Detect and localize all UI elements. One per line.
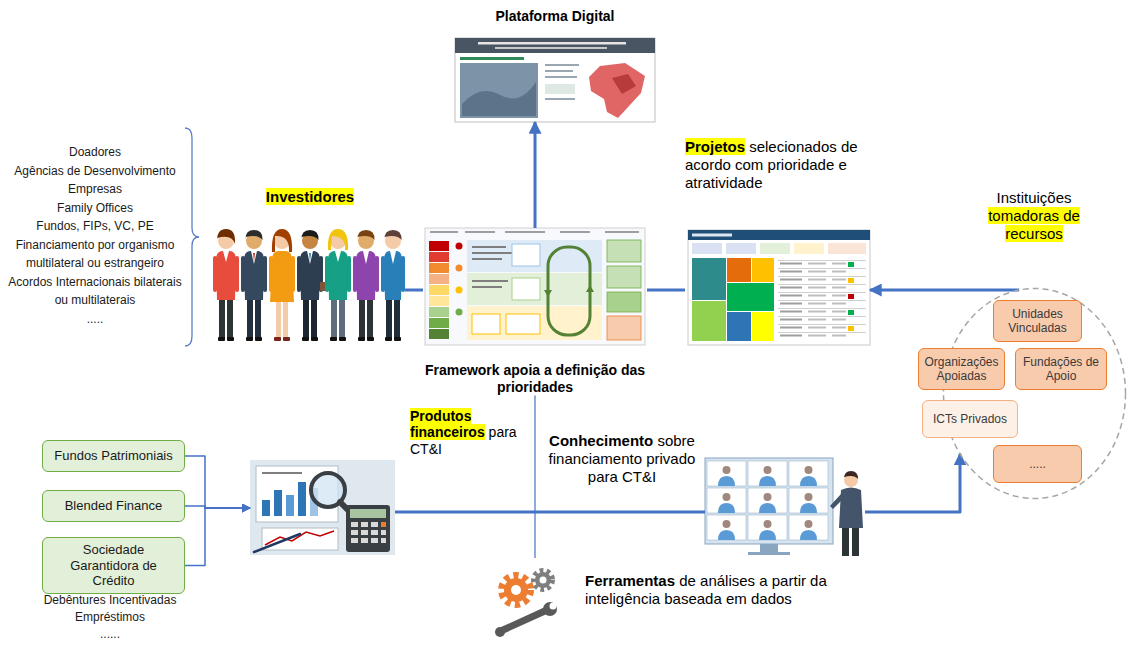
node-text: Ferramentas <box>585 572 675 589</box>
connector-arrow <box>870 289 1019 292</box>
node-text: Blended Finance <box>65 498 163 513</box>
investor-type: Empresas <box>6 180 184 199</box>
text-holder: Investidores <box>215 188 405 206</box>
curly-bracket <box>185 128 199 346</box>
platform-panel: Plataforma Digital <box>455 8 655 122</box>
text-holder: Framework apoia a definição das priorida… <box>423 362 647 396</box>
project-dashboard: Projetos selecionados de acordo com prio… <box>685 138 870 345</box>
institution-box: Fundações de Apoio <box>1015 348 1107 390</box>
text-holder: Sociedade Garantidora de Crédito <box>48 542 179 589</box>
institution-box: ..... <box>993 445 1082 483</box>
other-instrument: ...... <box>30 626 190 643</box>
investor-type: Acordos Internacionais bilaterais ou mul… <box>6 273 184 310</box>
text-line: Plataforma Digital <box>455 8 655 25</box>
framework-panel: Framework apoia a definição das priorida… <box>423 228 647 396</box>
investor-type-list: DoadoresAgências de DesenvolvimentoEmpre… <box>6 143 184 328</box>
connector-arrow <box>534 122 537 228</box>
platform-screenshot <box>455 38 655 122</box>
node-text: Sociedade Garantidora de Crédito <box>70 542 157 588</box>
node-text: Conhecimento <box>549 432 653 449</box>
knowledge-panel: Conhecimento sobre financiamento privado… <box>705 455 865 560</box>
gears-tool-icon <box>495 571 557 637</box>
text-holder: Plataforma Digital <box>455 8 655 25</box>
text-holder: Fundações de Apoio <box>1021 355 1101 384</box>
text-holder: Fundos Patrimoniais <box>48 448 179 464</box>
node-text: ICTs Privados <box>933 412 1007 426</box>
institution-box: ICTs Privados <box>922 400 1018 438</box>
node-text: Plataforma Digital <box>495 8 614 24</box>
framework-chart <box>425 228 645 345</box>
text-holder: Instituiçõestomadoras de recursos <box>964 189 1104 243</box>
financial-products-panel: Produtos financeiros para CT&I <box>250 460 395 555</box>
node-text: ..... <box>1029 457 1046 471</box>
text-holder: Organizações Apoiadas <box>924 355 999 384</box>
connector-arrow <box>395 511 705 514</box>
node-text: Projetos <box>685 138 745 155</box>
instrument-box: Fundos Patrimoniais <box>42 440 185 472</box>
connector-arrow <box>185 508 250 565</box>
text-holder: Produtos financeiros para CT&I <box>410 408 528 458</box>
text-line: Framework apoia a definição das priorida… <box>423 362 647 396</box>
investor-type: Fundos, FIPs, VC, PE <box>6 217 184 236</box>
node-text: Unidades Vinculadas <box>1008 307 1067 335</box>
project-dashboard-image <box>688 230 870 345</box>
node-text: Fundações de Apoio <box>1023 355 1099 383</box>
other-instrument-list: Debêntures IncentivadasEmpréstimos...... <box>30 592 190 643</box>
investor-group: Investidores <box>215 188 405 345</box>
instrument-box: Blended Finance <box>42 490 185 522</box>
financial-desk-image <box>250 460 395 555</box>
investor-type: Doadores <box>6 143 184 162</box>
connector-arrow <box>865 454 960 512</box>
connector-arrow <box>405 289 423 292</box>
other-instrument: Empréstimos <box>30 609 190 626</box>
text-holder: ..... <box>999 457 1076 471</box>
tools-panel: Ferramentas de análises a partir da inte… <box>492 558 832 642</box>
text-holder: Projetos selecionados de acordo com prio… <box>685 138 870 192</box>
node-text: tomadoras de recursos <box>988 207 1080 242</box>
node-text: Framework apoia a definição das priorida… <box>425 362 645 395</box>
connector-arrow <box>647 289 685 292</box>
node-text: Produtos financeiros <box>410 408 485 441</box>
video-call-image <box>705 458 863 556</box>
borrower-circle: Instituiçõestomadoras de recursosUnidade… <box>942 287 1127 500</box>
other-instrument: Debêntures Incentivadas <box>30 592 190 609</box>
investor-type: Financiamento por organismo multilateral… <box>6 236 184 273</box>
investor-type: Agências de Desenvolvimento <box>6 162 184 181</box>
node-text: Organizações Apoiadas <box>924 355 998 383</box>
dashed-circle-outline <box>944 289 1126 499</box>
node-text: Instituições <box>996 189 1071 206</box>
text-line: Instituições <box>964 189 1104 207</box>
node-text: Fundos Patrimoniais <box>54 448 173 463</box>
text-holder: Unidades Vinculadas <box>999 307 1076 336</box>
investor-type: ..... <box>6 310 184 329</box>
connector-arrow <box>185 456 250 508</box>
text-holder: Ferramentas de análises a partir da inte… <box>585 572 830 608</box>
investor-people <box>213 229 405 341</box>
text-holder: Conhecimento sobre financiamento privado… <box>547 432 697 486</box>
text-holder: Blended Finance <box>48 498 179 514</box>
node-text: Investidores <box>266 188 354 205</box>
text-line: tomadoras de recursos <box>964 207 1104 243</box>
text-line: Investidores <box>215 188 405 206</box>
text-holder: ICTs Privados <box>928 412 1012 426</box>
instrument-box: Sociedade Garantidora de Crédito <box>42 537 185 594</box>
institution-box: Organizações Apoiadas <box>918 348 1005 390</box>
institution-box: Unidades Vinculadas <box>993 300 1082 342</box>
investor-type: Family Offices <box>6 199 184 218</box>
connector-arrow <box>534 396 535 558</box>
